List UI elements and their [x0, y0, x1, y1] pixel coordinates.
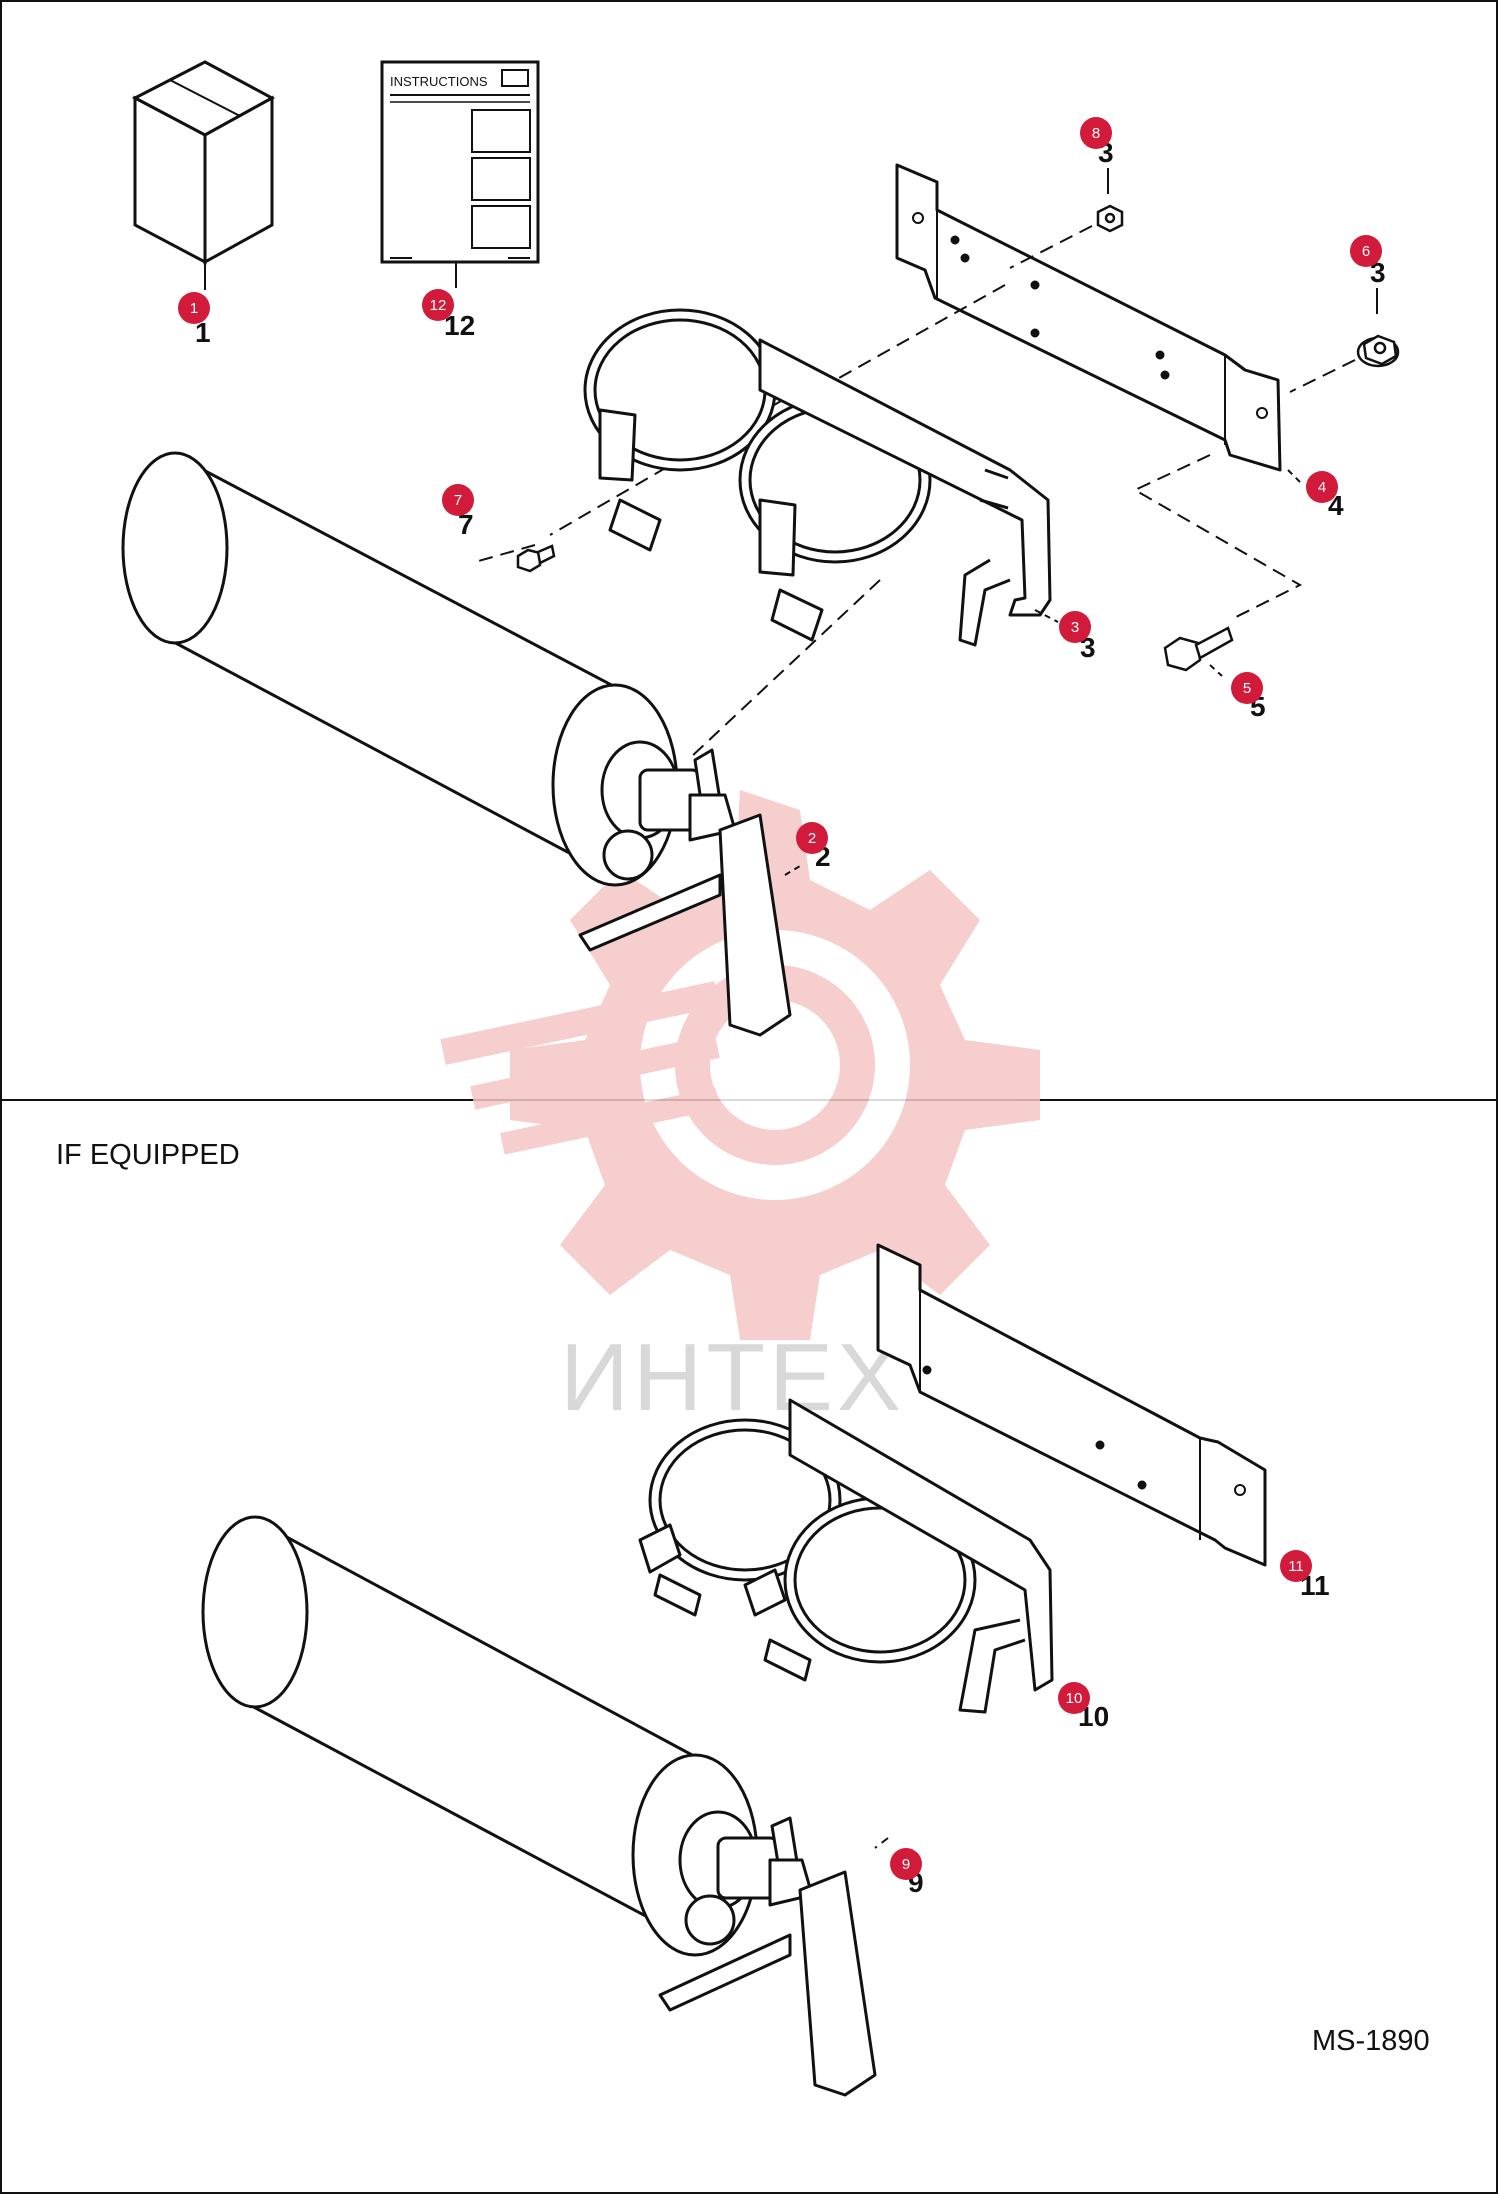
callout-12-badge-text: 12 — [430, 297, 447, 314]
mounting-bracket-plate-alt — [876, 1243, 1267, 1567]
watermark-text: ИНТЕХ — [560, 1324, 905, 1431]
callout-6: 3 6 — [1350, 235, 1386, 288]
callout-2: 2 2 — [784, 822, 831, 876]
callout-5-badge — [1231, 672, 1263, 704]
callout-1-number: 1 — [195, 317, 211, 348]
callout-12: 12 12 — [422, 289, 475, 341]
small-bolt-icon — [516, 544, 556, 573]
callout-3-badge — [1059, 611, 1091, 643]
cylinder-clamp-bracket-alt — [638, 1398, 1054, 1714]
callout-5: 5 5 — [1209, 664, 1266, 722]
box-icon — [131, 60, 276, 290]
callout-8-badge — [1080, 117, 1112, 149]
callout-10-badge-text: 10 — [1066, 1690, 1083, 1707]
callout-10: 10 10 — [1058, 1682, 1109, 1732]
callout-2-badge-text: 2 — [808, 830, 816, 847]
callout-9-badge-text: 9 — [902, 1856, 910, 1873]
mounting-bracket-plate — [895, 163, 1282, 472]
instructions-sheet-title: INSTRUCTIONS — [390, 74, 488, 89]
watermark-logo — [440, 790, 1040, 1340]
callout-3-badge-text: 3 — [1071, 619, 1079, 636]
callout-11-badge — [1280, 1550, 1312, 1582]
callout-8: 3 8 — [1080, 117, 1114, 168]
callout-7-badge-text: 7 — [454, 492, 462, 509]
callout-2-badge — [796, 822, 828, 854]
fire-extinguisher-bottom — [201, 1515, 877, 2097]
document-id: MS-1890 — [1312, 2025, 1430, 2057]
cylinder-clamp-bracket — [583, 308, 1052, 647]
callout-5-badge-text: 5 — [1243, 680, 1251, 697]
flange-nut-icon — [1356, 334, 1400, 368]
callout-9-badge — [890, 1848, 922, 1880]
fire-extinguisher-top — [121, 451, 792, 1037]
callout-10-badge — [1058, 1682, 1090, 1714]
callout-8-badge-text: 8 — [1092, 125, 1100, 142]
callout-4-badge-text: 4 — [1318, 479, 1326, 496]
bolt-icon — [1163, 626, 1234, 672]
section-title-if-equipped: IF EQUIPPED — [56, 1139, 240, 1171]
callout-1-badge — [178, 292, 210, 324]
callout-11: 11 11 — [1280, 1550, 1330, 1601]
callout-12-badge — [422, 289, 454, 321]
callout-6-badge-text: 6 — [1362, 243, 1370, 260]
callout-7-badge — [442, 484, 474, 516]
callout-3: 3 3 — [1034, 609, 1096, 663]
callout-11-badge-text: 11 — [1288, 1558, 1304, 1575]
callout-1-badge-text: 1 — [190, 300, 198, 317]
callout-9: 9 9 — [890, 1848, 924, 1898]
callout-7-number: 7 — [458, 509, 474, 540]
nut-icon — [1096, 204, 1124, 233]
callout-4-badge — [1306, 471, 1338, 503]
callout-6-badge — [1350, 235, 1382, 267]
callout-4: 4 4 — [1287, 469, 1344, 521]
callout-7: 7 7 — [442, 484, 474, 540]
instructions-sheet-icon — [380, 60, 540, 288]
callout-1: 1 1 — [178, 292, 211, 348]
